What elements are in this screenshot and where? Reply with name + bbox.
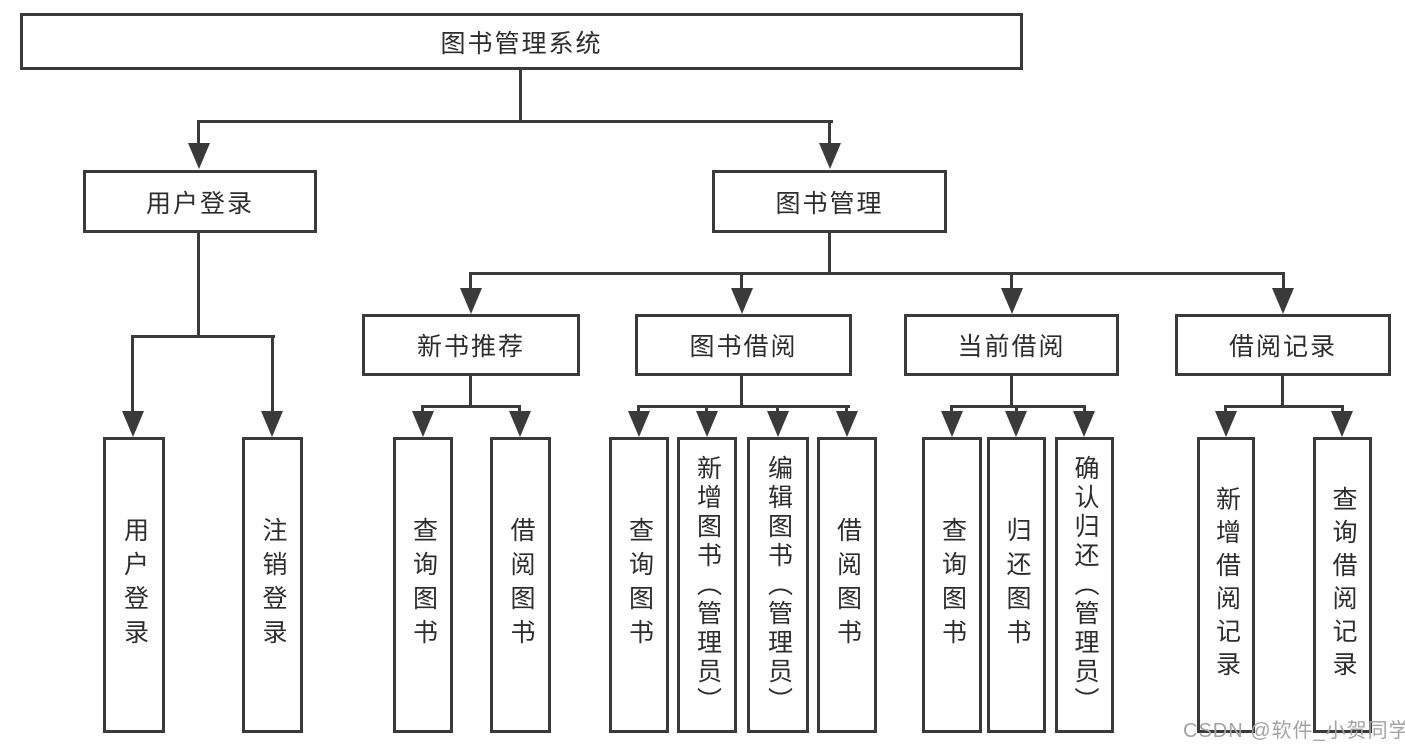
arrow-down-icon — [628, 411, 650, 437]
connector-l3-stem-1 — [469, 272, 472, 292]
arrow-down-icon — [1073, 411, 1095, 437]
arrow-down-icon — [696, 411, 718, 437]
connector-g3-stem-2 — [705, 405, 708, 415]
connector-g1-stem-1 — [131, 335, 134, 415]
connector-currentborrow-stem — [1010, 376, 1013, 408]
connector-g3-stem-4 — [845, 405, 848, 415]
arrow-down-icon — [1001, 288, 1023, 314]
connector-l2-bar — [197, 120, 833, 123]
node-book-management: 图书管理 — [712, 170, 947, 233]
node-book-borrow: 图书借阅 — [635, 314, 852, 376]
arrow-down-icon — [188, 143, 210, 169]
connector-bookmgmt-stem — [828, 233, 831, 275]
leaf-user-login: 用户登录 — [103, 437, 165, 733]
connector-g3-stem-3 — [776, 405, 779, 415]
connector-g4-stem-1 — [950, 405, 953, 415]
watermark: CSDN @软件_小贺同学 — [1183, 720, 1405, 742]
connector-l3-bar — [469, 272, 1285, 275]
arrow-down-icon — [767, 411, 789, 437]
node-borrow-records: 借阅记录 — [1175, 314, 1391, 376]
leaf-confirm-return-admin: 确认归还（管理员） — [1055, 437, 1114, 733]
node-new-book-recommend: 新书推荐 — [362, 314, 580, 376]
arrow-down-icon — [412, 411, 434, 437]
arrow-down-icon — [836, 411, 858, 437]
leaf-borrow-books-recommend: 借阅图书 — [490, 437, 551, 733]
leaf-logout: 注销登录 — [242, 437, 303, 733]
connector-l3-stem-2 — [740, 272, 743, 292]
leaf-edit-book-admin: 编辑图书（管理员） — [747, 437, 809, 733]
node-current-borrow: 当前借阅 — [904, 314, 1119, 376]
arrow-down-icon — [1215, 411, 1237, 437]
leaf-add-borrow-record: 新增借阅记录 — [1197, 437, 1255, 733]
connector-g5-stem-2 — [1341, 405, 1344, 415]
connector-newbook-stem — [469, 376, 472, 408]
connector-g1-stem-2 — [271, 335, 274, 415]
arrow-down-icon — [819, 143, 841, 169]
connector-g5-stem-1 — [1224, 405, 1227, 415]
leaf-return-book: 归还图书 — [987, 437, 1046, 733]
connector-g2-bar — [421, 405, 521, 408]
node-root-system: 图书管理系统 — [20, 13, 1023, 70]
leaf-query-books-recommend: 查询图书 — [393, 437, 453, 733]
arrow-down-icon — [731, 288, 753, 314]
arrow-down-icon — [460, 288, 482, 314]
connector-g4-stem-3 — [1083, 405, 1086, 415]
connector-l2-stem-right — [828, 120, 831, 148]
arrow-down-icon — [122, 411, 144, 437]
connector-g3-bar — [637, 405, 850, 408]
leaf-borrow-books: 借阅图书 — [817, 437, 877, 733]
connector-userlogin-stem — [197, 233, 200, 338]
connector-g4-stem-2 — [1015, 405, 1018, 415]
connector-g3-stem-1 — [637, 405, 640, 415]
leaf-query-books-borrow: 查询图书 — [609, 437, 669, 733]
node-user-login: 用户登录 — [83, 170, 317, 233]
leaf-query-borrow-record: 查询借阅记录 — [1313, 437, 1372, 733]
arrow-down-icon — [1272, 288, 1294, 314]
arrow-down-icon — [941, 411, 963, 437]
connector-g4-bar — [950, 405, 1086, 408]
arrow-down-icon — [509, 411, 531, 437]
connector-bookborrow-stem — [740, 376, 743, 408]
connector-l3-stem-4 — [1282, 272, 1285, 292]
connector-g5-bar — [1224, 405, 1344, 408]
connector-g2-stem-2 — [518, 405, 521, 415]
connector-g2-stem-1 — [421, 405, 424, 415]
arrow-down-icon — [261, 411, 283, 437]
arrow-down-icon — [1005, 411, 1027, 437]
connector-l2-stem-left — [197, 120, 200, 148]
connector-l3-stem-3 — [1010, 272, 1013, 292]
connector-borrowrecords-stem — [1281, 376, 1284, 408]
leaf-query-books-current: 查询图书 — [922, 437, 982, 733]
connector-root-stem — [519, 69, 522, 123]
arrow-down-icon — [1331, 411, 1353, 437]
leaf-add-book-admin: 新增图书（管理员） — [677, 437, 737, 733]
connector-g1-bar — [131, 335, 275, 338]
